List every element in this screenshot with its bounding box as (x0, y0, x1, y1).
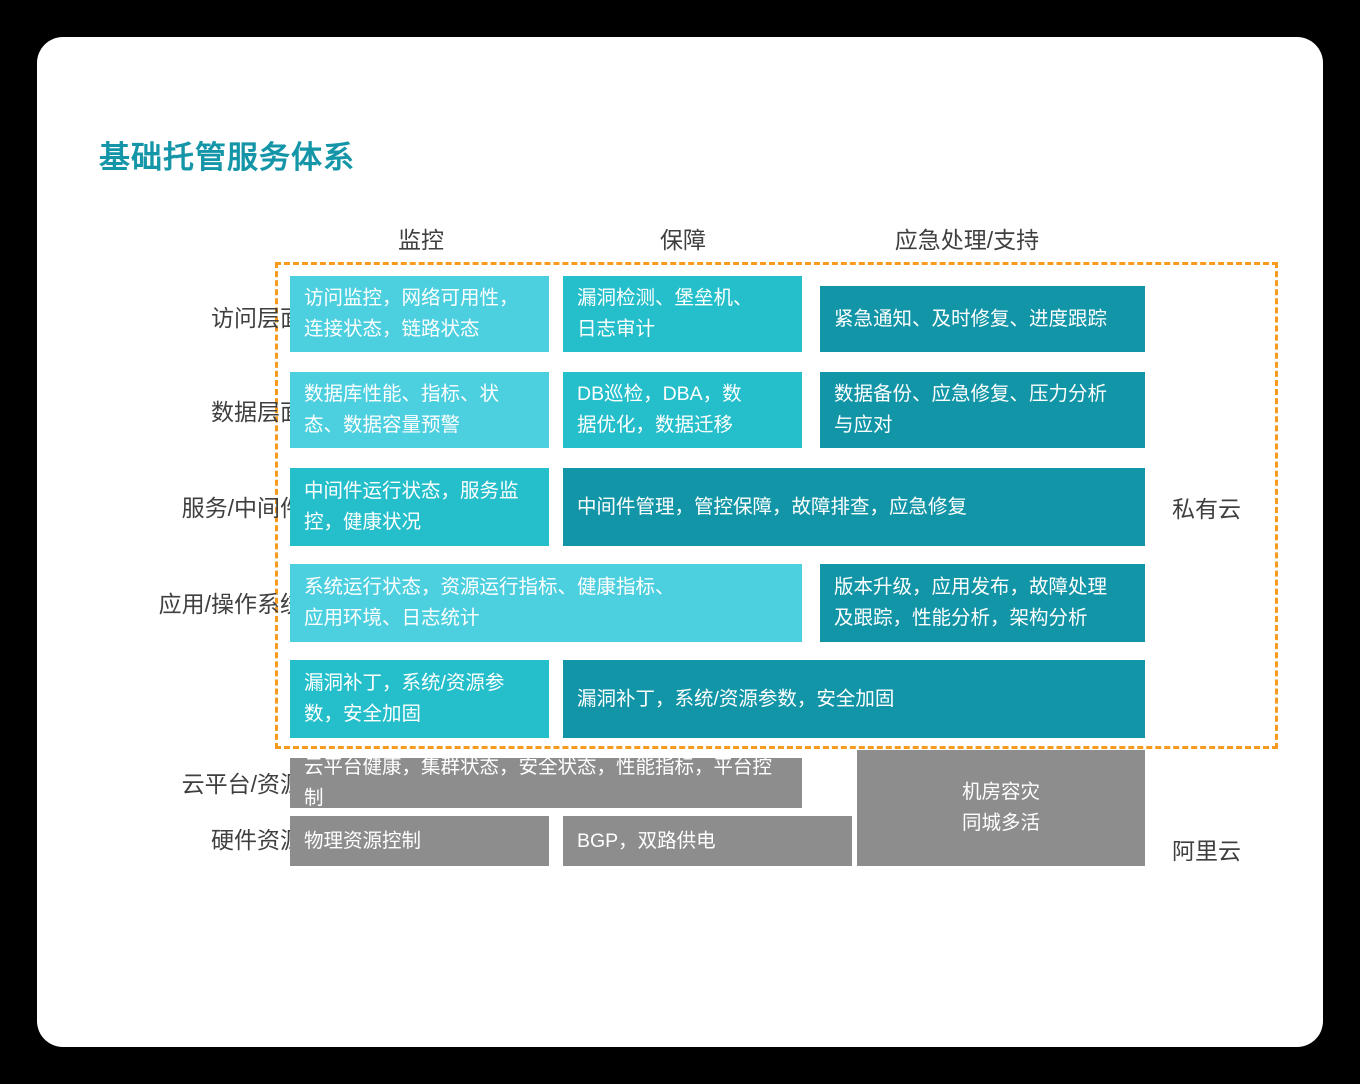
column-header-monitor: 监控 (398, 227, 444, 253)
cell-access-guarantee[interactable]: 漏洞检测、堡垒机、 日志审计 (563, 276, 802, 352)
side-label-private-cloud: 私有云 (1172, 496, 1241, 522)
page-title: 基础托管服务体系 (99, 140, 355, 175)
side-label-alibaba-cloud: 阿里云 (1172, 838, 1241, 864)
cell-application-wide[interactable]: 系统运行状态，资源运行指标、健康指标、 应用环境、日志统计 (290, 564, 802, 642)
cell-application-emergency[interactable]: 版本升级，应用发布，故障处理 及跟踪，性能分析，架构分析 (820, 564, 1145, 642)
cell-data-guarantee[interactable]: DB巡检，DBA，数 据优化，数据迁移 (563, 372, 802, 448)
cell-hardware-resource[interactable]: 物理资源控制 (290, 816, 549, 866)
private-cloud-dashed-region (275, 262, 1278, 749)
row-label-cloud-platform: 云平台/资源 (181, 771, 303, 797)
cell-data-monitor[interactable]: 数据库性能、指标、状 态、数据容量预警 (290, 372, 549, 448)
row-label-application: 应用/操作系统 (158, 591, 303, 617)
cell-access-monitor[interactable]: 访问监控，网络可用性， 连接状态，链路状态 (290, 276, 549, 352)
row-label-service: 服务/中间件 (181, 495, 303, 521)
cell-patch-wide[interactable]: 漏洞补丁，系统/资源参数，安全加固 (563, 660, 1145, 738)
cell-access-emergency[interactable]: 紧急通知、及时修复、进度跟踪 (820, 286, 1145, 352)
cell-service-monitor[interactable]: 中间件运行状态，服务监 控，健康状况 (290, 468, 549, 546)
cell-cloud-platform[interactable]: 云平台健康，集群状态，安全状态，性能指标，平台控制 (290, 756, 802, 809)
cell-hardware-bgp[interactable]: BGP，双路供电 (563, 816, 852, 866)
diagram-card: 基础托管服务体系 监控 保障 应急处理/支持 访问层面 数据层面 服务/中间件 … (37, 37, 1323, 1047)
column-header-emergency: 应急处理/支持 (894, 227, 1040, 253)
cell-data-emergency[interactable]: 数据备份、应急修复、压力分析 与应对 (820, 372, 1145, 448)
cell-service-wide[interactable]: 中间件管理，管控保障，故障排查，应急修复 (563, 468, 1145, 546)
cell-datacenter-disaster-recovery[interactable]: 机房容灾 同城多活 (857, 750, 1145, 866)
cell-patch-monitor[interactable]: 漏洞补丁，系统/资源参 数，安全加固 (290, 660, 549, 738)
row-label-hardware: 硬件资源 (211, 827, 303, 853)
row-label-data: 数据层面 (211, 399, 303, 425)
column-header-guarantee: 保障 (660, 227, 706, 253)
row-label-access: 访问层面 (211, 305, 303, 331)
